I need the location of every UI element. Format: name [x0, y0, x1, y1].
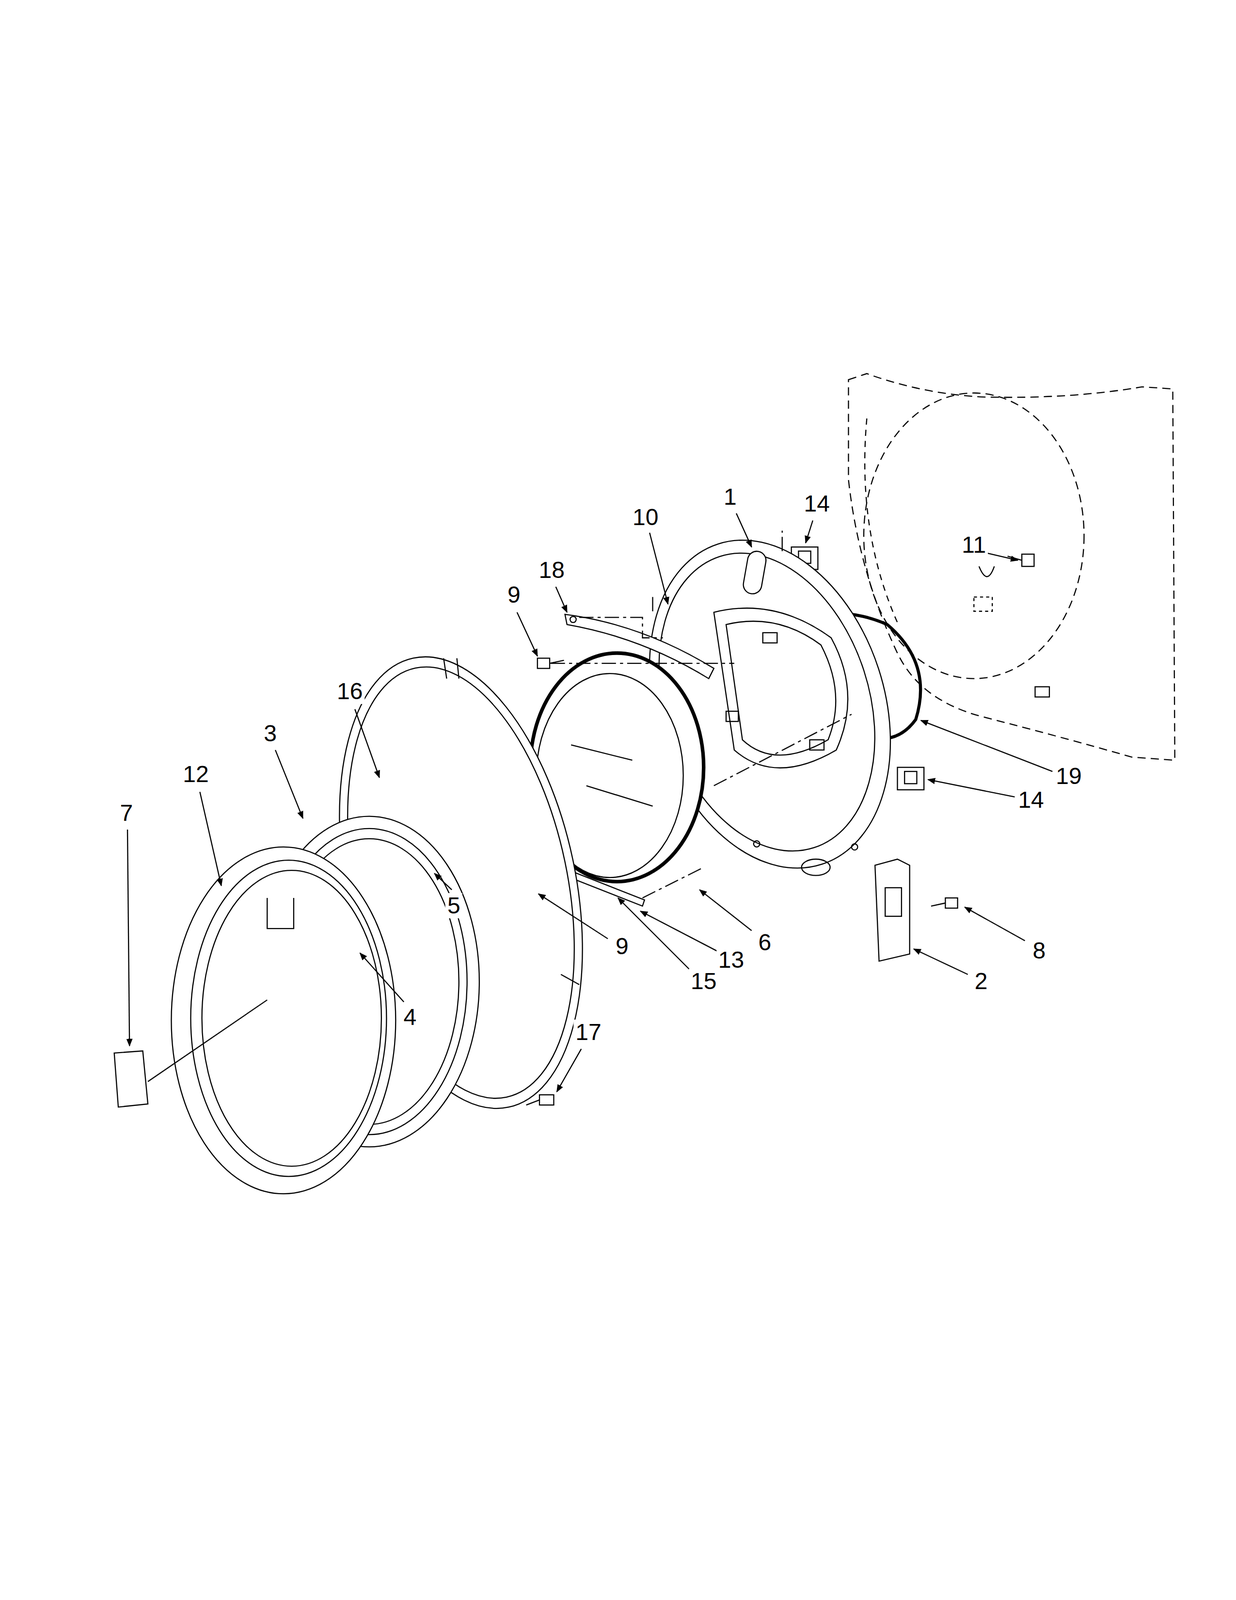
callout-number: 17	[573, 1019, 603, 1045]
callout-number: 16	[334, 678, 365, 704]
callout-number: 3	[261, 720, 279, 746]
callout-number: 1	[721, 484, 739, 510]
callout-number: 4	[401, 1004, 419, 1030]
callout-number: 14	[802, 491, 832, 517]
callout-number: 15	[688, 968, 719, 994]
callout-number: 13	[716, 947, 746, 973]
callout-number: 18	[537, 557, 567, 583]
callout-number: 7	[118, 800, 136, 826]
callout-number: 9	[505, 582, 523, 608]
callout-number: 2	[972, 968, 990, 994]
callout-number: 6	[756, 929, 774, 955]
callout-number: 5	[445, 892, 463, 919]
callout-number: 19	[1053, 763, 1084, 789]
callout-number: 9	[613, 933, 631, 959]
callout-number: 10	[630, 504, 661, 530]
callout-number: 8	[1030, 937, 1048, 964]
callout-number: 12	[180, 761, 211, 787]
callout-number: 11	[959, 532, 988, 558]
callout-number: 14	[1015, 787, 1046, 813]
